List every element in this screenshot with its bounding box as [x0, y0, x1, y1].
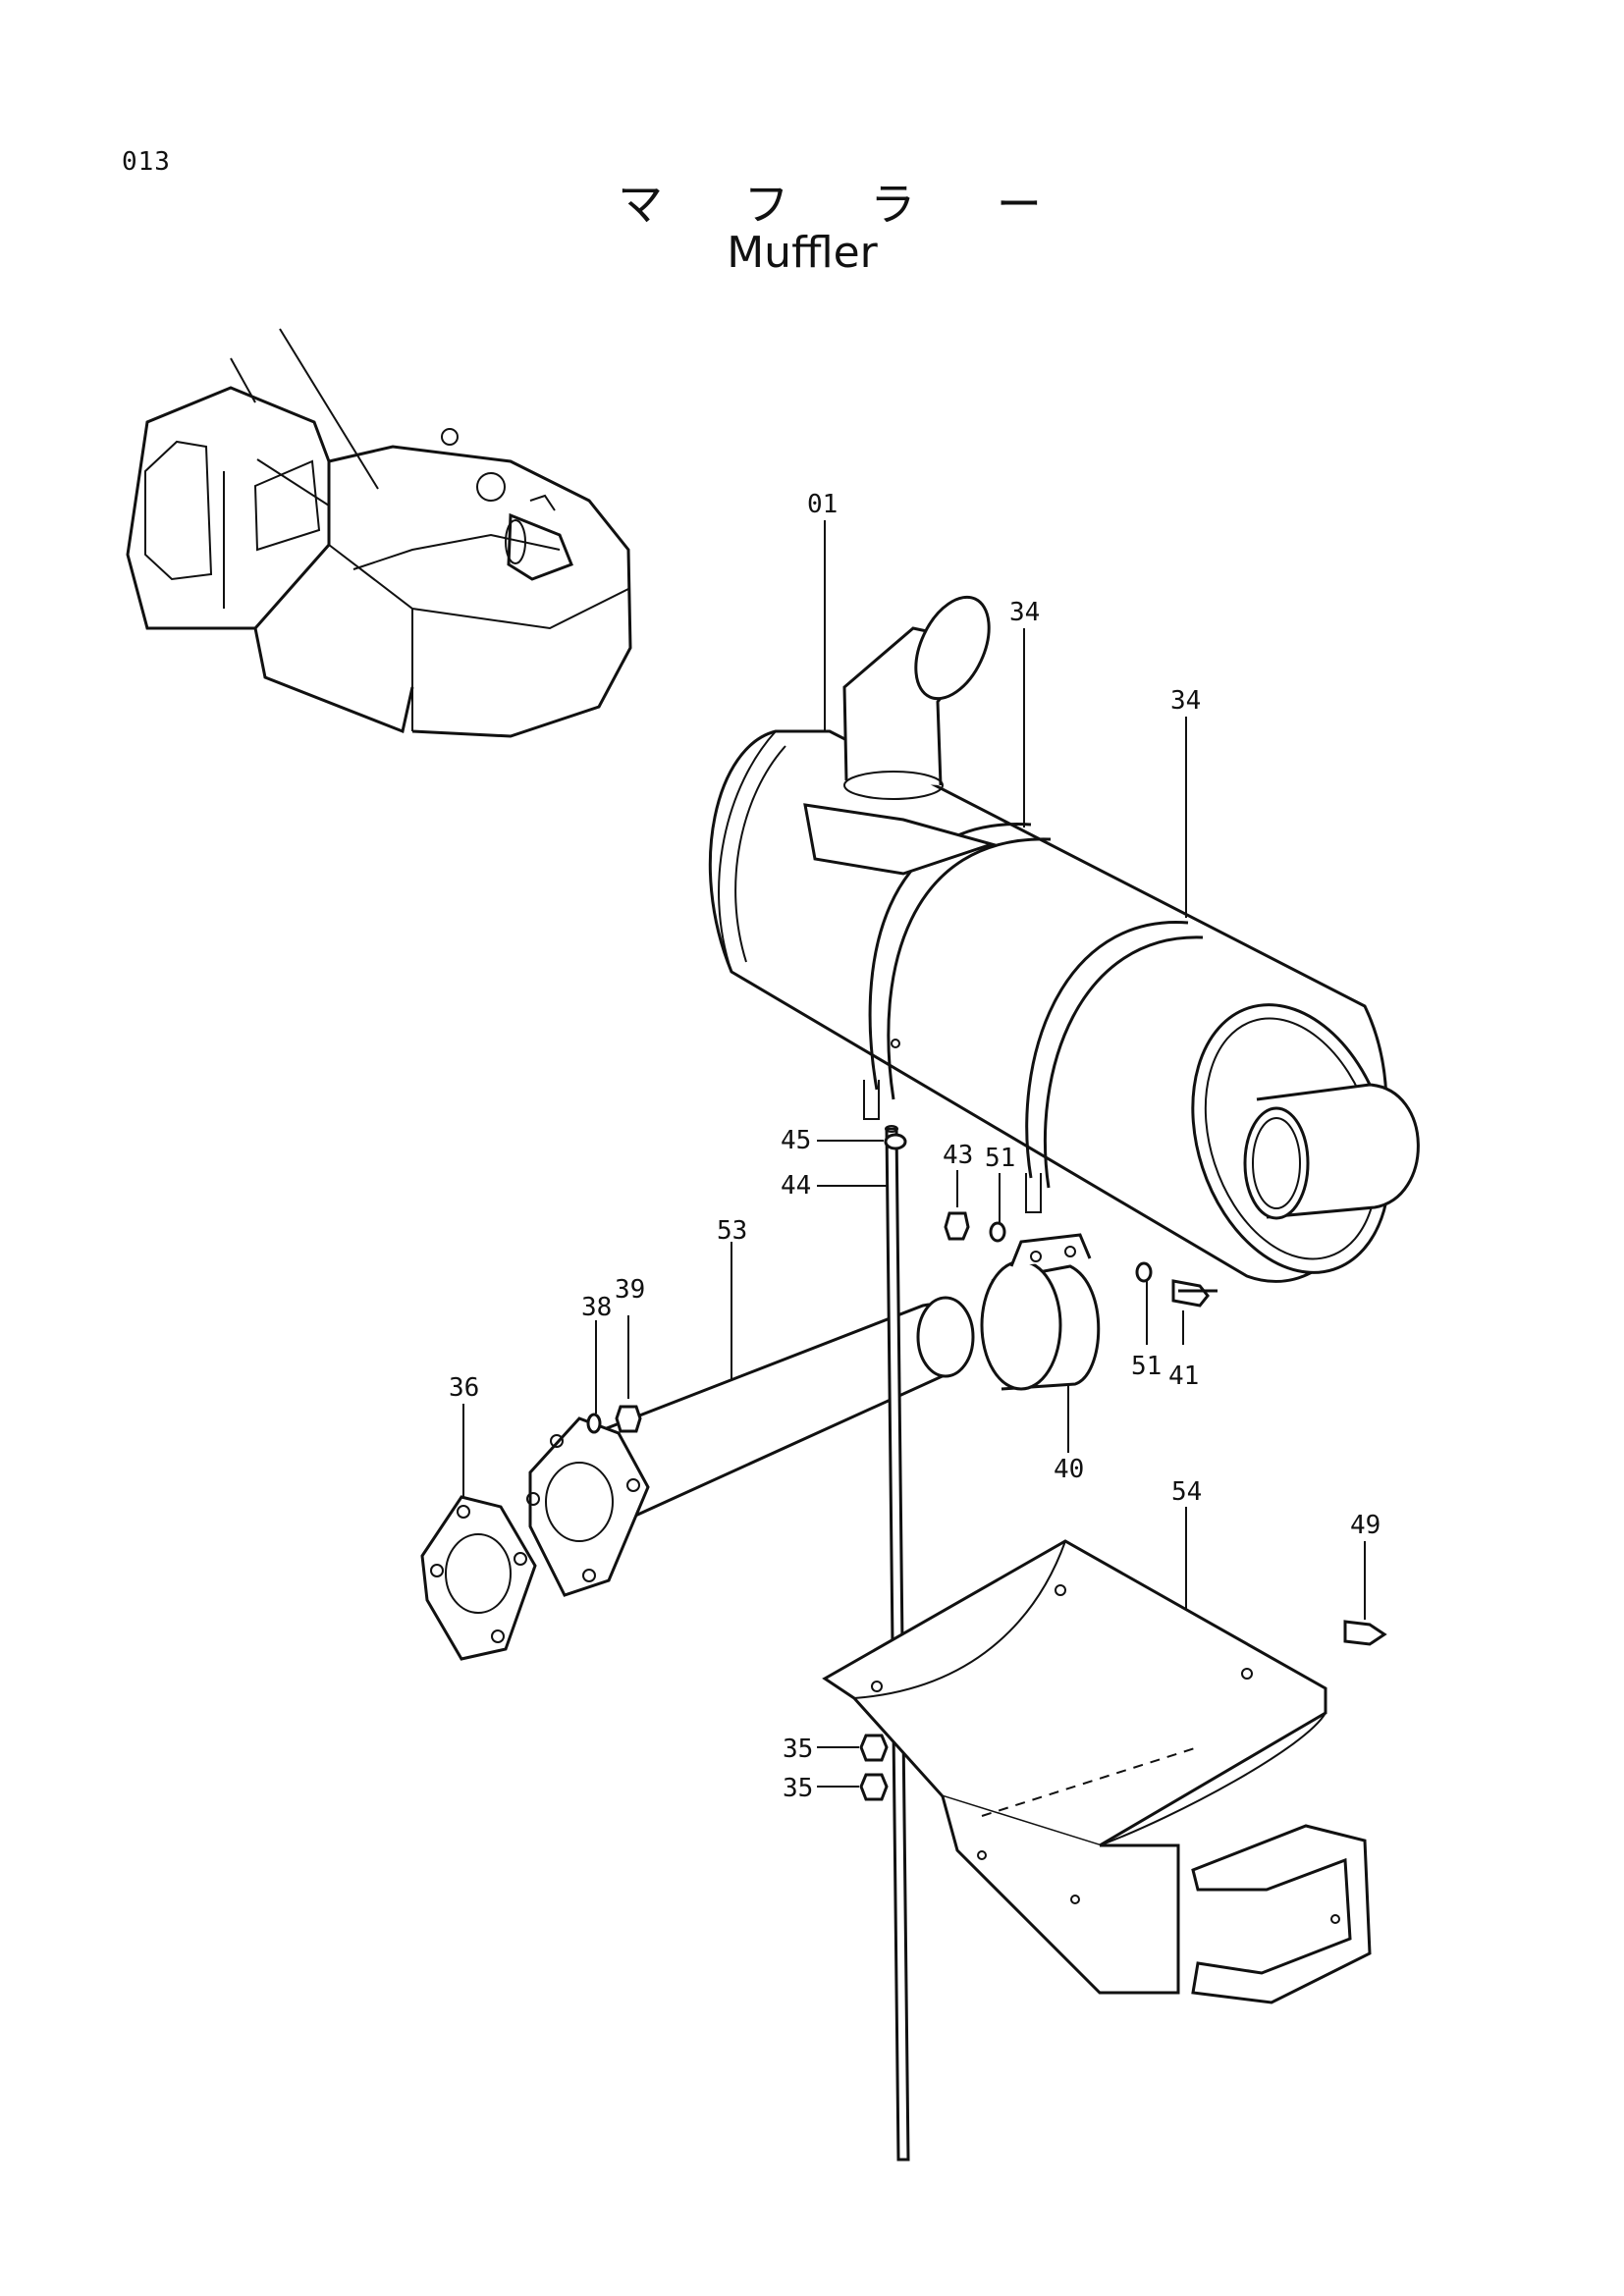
page-title-japanese: マ フ ラ ー	[618, 178, 1075, 231]
callout-01: 01	[807, 490, 838, 519]
callout-35-lower: 35	[783, 1774, 813, 1803]
callout-45: 45	[781, 1126, 811, 1155]
muffler-bracket	[822, 1539, 1372, 2004]
gasket	[420, 1495, 537, 1661]
callout-51-lower: 51	[1131, 1352, 1162, 1381]
callout-53: 53	[717, 1216, 747, 1246]
callout-41: 41	[1168, 1362, 1199, 1391]
callout-38: 38	[581, 1293, 612, 1322]
callout-labels: 01 34 34 45 44 43 51 51 41 53 38 39 36 4…	[449, 490, 1380, 1803]
muffler-body	[708, 595, 1420, 1283]
exhaust-pipe	[526, 1296, 975, 1597]
callout-44: 44	[781, 1171, 811, 1201]
callout-40: 40	[1054, 1455, 1084, 1484]
callout-54: 54	[1171, 1477, 1202, 1507]
page-title-english: Muffler	[727, 228, 878, 278]
callout-39: 39	[615, 1275, 645, 1305]
leader-lines	[462, 520, 1366, 1788]
callout-36: 36	[449, 1373, 479, 1403]
callout-35-upper: 35	[783, 1735, 813, 1764]
callout-51-upper: 51	[985, 1144, 1015, 1173]
callout-43: 43	[943, 1141, 973, 1170]
callout-34-right: 34	[1170, 686, 1201, 716]
callout-34-upper: 34	[1009, 598, 1040, 627]
page-number: 013	[122, 147, 171, 177]
hardware	[586, 1039, 1387, 1801]
clamp	[980, 1233, 1101, 1391]
callout-49: 49	[1350, 1511, 1380, 1540]
excavator-location-inset	[126, 328, 632, 738]
